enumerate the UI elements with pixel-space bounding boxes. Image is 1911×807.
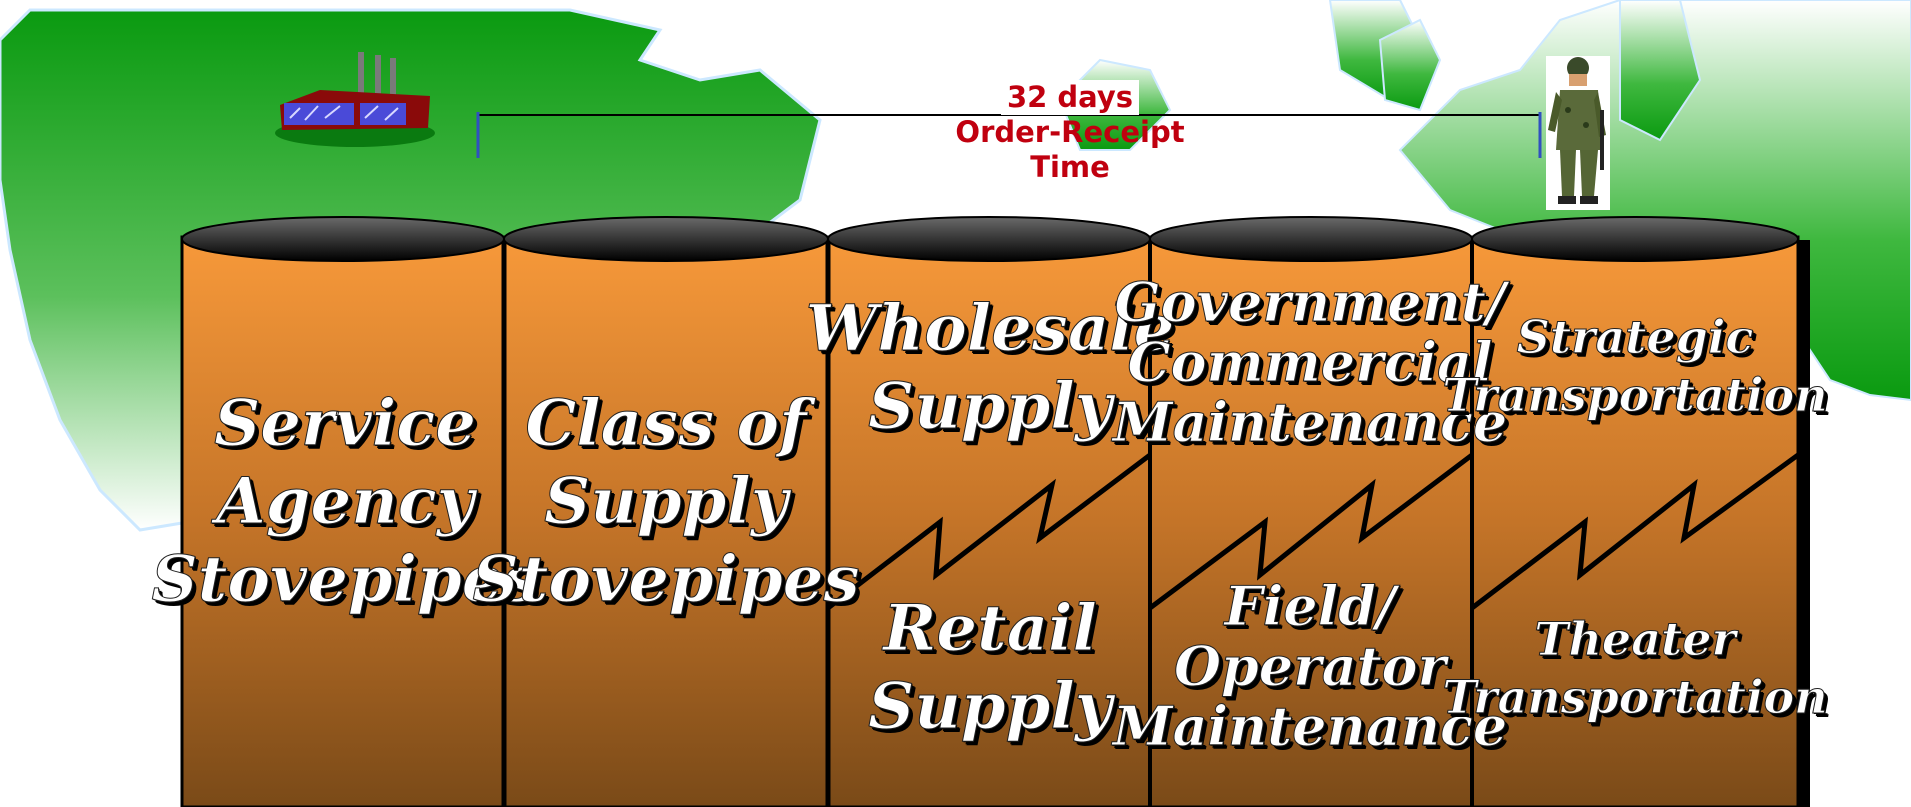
cylinder-4 <box>1148 235 1474 807</box>
zigzag-divider-3 <box>826 453 1152 610</box>
cylinder-top-5 <box>1471 216 1799 262</box>
map-scandinavia <box>1619 0 1702 142</box>
stovepipe-columns <box>180 216 1810 807</box>
soldier-icon <box>1546 56 1610 210</box>
callout-line-1: 32 days <box>930 80 1210 115</box>
column-3-bottom-label: Retail Supply <box>868 591 1113 745</box>
cylinder-top-2 <box>503 216 829 262</box>
column-3-top-label: Wholesale Supply <box>805 291 1175 445</box>
cylinder-1 <box>180 235 506 807</box>
column-4-top-label: Government/ Commercial Maintenance <box>1112 270 1508 454</box>
callout-line-2: Order-Receipt <box>955 115 1185 149</box>
column-5-top-label: Strategic Transportation <box>1442 310 1828 423</box>
cylinder-5 <box>1470 235 1800 807</box>
column-5-bottom-label: Theater Transportation <box>1442 612 1828 725</box>
column-4-bottom-label: Field/ Operator Maintenance <box>1112 574 1508 758</box>
cylinder-top-3 <box>827 216 1151 262</box>
cylinder-top-1 <box>181 216 505 262</box>
column-2-top-label: Class of Supply Stovepipes <box>472 386 860 618</box>
order-receipt-callout: 32 days Order-Receipt Time <box>930 80 1210 185</box>
column-1-top-label: Service Agency Stovepipes <box>151 386 539 618</box>
map-uk <box>1378 18 1442 112</box>
cylinder-top-4 <box>1149 216 1473 262</box>
factory-icon <box>275 52 435 147</box>
zigzag-divider-4 <box>1148 453 1474 611</box>
zigzag-divider-5 <box>1470 452 1800 610</box>
callout-line-3: Time <box>1030 150 1110 184</box>
cylinder-2 <box>502 235 830 807</box>
cylinder-3 <box>826 235 1152 807</box>
order-receipt-bracket <box>476 112 1542 158</box>
